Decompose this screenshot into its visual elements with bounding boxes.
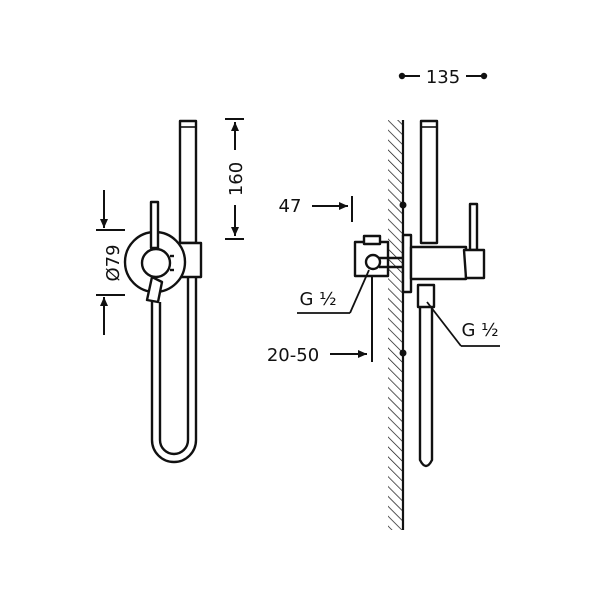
leader-inlet bbox=[297, 269, 370, 314]
wall-dot-bottom bbox=[399, 349, 407, 357]
side-view bbox=[353, 119, 486, 468]
front-lever bbox=[149, 200, 160, 250]
dim-height-label: 160 bbox=[226, 162, 247, 196]
dim-width-label: 135 bbox=[426, 67, 460, 88]
side-outlet bbox=[416, 283, 436, 309]
dim-wall-range-label: 20-50 bbox=[267, 345, 319, 366]
thread-inlet-label: G ½ bbox=[299, 289, 336, 310]
front-knob bbox=[140, 247, 172, 279]
inwall-inlet bbox=[364, 253, 382, 271]
front-hose bbox=[150, 277, 198, 464]
dim-wall-range bbox=[330, 276, 373, 362]
wall-hatching bbox=[388, 120, 403, 530]
dim-diameter bbox=[96, 190, 125, 335]
dim-height bbox=[225, 118, 244, 240]
thread-outlet-label: G ½ bbox=[461, 320, 498, 341]
wall-dot-top bbox=[399, 201, 407, 209]
dim-depth-label: 47 bbox=[279, 196, 302, 217]
side-lever-base bbox=[462, 248, 486, 280]
front-handshower-head bbox=[178, 119, 198, 245]
dim-diameter-label: Ø79 bbox=[103, 244, 124, 281]
dim-width bbox=[398, 72, 488, 80]
leader-outlet bbox=[426, 301, 500, 347]
side-body bbox=[409, 245, 468, 281]
side-handshower-head bbox=[419, 119, 439, 245]
front-outlet bbox=[145, 275, 164, 304]
side-lever bbox=[468, 202, 479, 252]
dim-depth bbox=[312, 196, 353, 222]
side-hose bbox=[418, 307, 434, 468]
front-view bbox=[123, 119, 203, 464]
